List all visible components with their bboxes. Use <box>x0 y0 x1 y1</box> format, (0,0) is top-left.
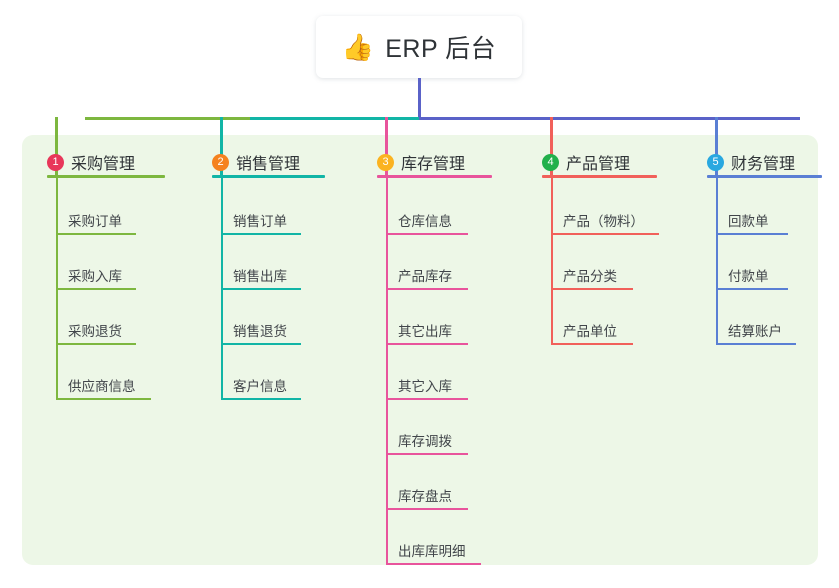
branch-title: 财务管理 <box>731 156 796 173</box>
connector-drop-5 <box>715 117 718 175</box>
branch-number-badge: 1 <box>47 153 64 171</box>
branch-item[interactable]: 销售订单 <box>221 199 301 235</box>
branch-title: 采购管理 <box>71 156 136 173</box>
branch-item-label: 结算账户 <box>728 324 782 339</box>
branch-item-rule <box>221 233 301 235</box>
root-node-label: ERP 后台 <box>385 35 497 63</box>
branch-item-rule <box>551 343 633 345</box>
branch-item-label: 客户信息 <box>233 379 287 394</box>
branch-item-label: 采购退货 <box>68 324 122 339</box>
connector-bar-segment-2 <box>250 117 419 120</box>
branch-item-rule <box>386 233 468 235</box>
branch-item-label: 产品分类 <box>563 269 617 284</box>
branch-item-label: 产品单位 <box>563 324 617 339</box>
branch-number-badge: 2 <box>212 153 229 171</box>
branch-number-badge: 3 <box>377 153 394 171</box>
branch-item-label: 其它出库 <box>398 324 452 339</box>
branch-header-销售管理[interactable]: 2 销售管理 <box>212 150 300 174</box>
branch-header-采购管理[interactable]: 1 采购管理 <box>47 150 135 174</box>
branch-item-rule <box>56 288 136 290</box>
branch-header-rule <box>707 175 822 178</box>
branch-item-label: 采购入库 <box>68 269 122 284</box>
branch-item-label: 采购订单 <box>68 214 122 229</box>
branch-number-badge: 5 <box>707 153 724 171</box>
branch-item-rule <box>386 398 468 400</box>
branch-item-rule <box>386 563 481 565</box>
branch-item-label: 付款单 <box>728 269 769 284</box>
branch-header-rule <box>542 175 657 178</box>
branch-item-rule <box>56 343 136 345</box>
branch-item[interactable]: 采购订单 <box>56 199 136 235</box>
branch-item-label: 出库库明细 <box>398 544 466 559</box>
branch-item-rule <box>716 288 788 290</box>
branch-rail <box>551 178 553 345</box>
connector-bar-segment-1 <box>85 117 250 120</box>
branch-rail <box>386 178 388 565</box>
branches-panel <box>22 135 818 565</box>
branch-item[interactable]: 采购退货 <box>56 309 136 345</box>
branch-title: 库存管理 <box>401 156 466 173</box>
branch-item[interactable]: 产品（物料） <box>551 199 659 235</box>
branch-item-label: 产品库存 <box>398 269 452 284</box>
branch-item[interactable]: 销售退货 <box>221 309 301 345</box>
branch-item-label: 产品（物料） <box>563 214 644 229</box>
branch-item[interactable]: 出库库明细 <box>386 529 481 565</box>
branch-item[interactable]: 采购入库 <box>56 254 136 290</box>
branch-item-rule <box>221 343 301 345</box>
branch-item-label: 供应商信息 <box>68 379 136 394</box>
branch-item[interactable]: 客户信息 <box>221 364 301 400</box>
branch-header-产品管理[interactable]: 4 产品管理 <box>542 150 630 174</box>
branch-item-rule <box>56 233 136 235</box>
branch-item-label: 其它入库 <box>398 379 452 394</box>
connector-root-stem <box>418 78 421 119</box>
branch-item-label: 库存盘点 <box>398 489 452 504</box>
branch-item[interactable]: 产品分类 <box>551 254 633 290</box>
root-node[interactable]: 👍 ERP 后台 <box>316 16 522 78</box>
branch-item-rule <box>716 343 796 345</box>
branch-title: 产品管理 <box>566 156 631 173</box>
branch-item-label: 销售退货 <box>233 324 287 339</box>
connector-drop-3 <box>385 117 388 175</box>
branch-number-badge: 4 <box>542 153 559 171</box>
branch-item[interactable]: 其它入库 <box>386 364 468 400</box>
branch-item-label: 库存调拨 <box>398 434 452 449</box>
branch-header-rule <box>377 175 492 178</box>
branch-item-rule <box>386 453 468 455</box>
branch-item[interactable]: 付款单 <box>716 254 788 290</box>
branch-item[interactable]: 库存调拨 <box>386 419 468 455</box>
branch-item-rule <box>551 233 659 235</box>
branch-item-rule <box>551 288 633 290</box>
branch-item[interactable]: 库存盘点 <box>386 474 468 510</box>
connector-bar-segment-3 <box>419 117 800 120</box>
branch-rail <box>716 178 718 345</box>
branch-header-rule <box>47 175 165 178</box>
branch-item[interactable]: 回款单 <box>716 199 788 235</box>
branch-item-rule <box>386 343 468 345</box>
branch-header-rule <box>212 175 325 178</box>
branch-item[interactable]: 供应商信息 <box>56 364 151 400</box>
branch-header-财务管理[interactable]: 5 财务管理 <box>707 150 795 174</box>
thumbs-up-icon: 👍 <box>341 32 375 62</box>
branch-item-label: 销售出库 <box>233 269 287 284</box>
connector-drop-4 <box>550 117 553 175</box>
connector-drop-1 <box>55 117 58 175</box>
branch-title: 销售管理 <box>236 156 301 173</box>
branch-item-label: 仓库信息 <box>398 214 452 229</box>
branch-item[interactable]: 其它出库 <box>386 309 468 345</box>
connector-drop-2 <box>220 117 223 175</box>
branch-item[interactable]: 销售出库 <box>221 254 301 290</box>
branch-item-rule <box>221 398 301 400</box>
branch-item-rule <box>386 288 468 290</box>
branch-item[interactable]: 结算账户 <box>716 309 796 345</box>
branch-item-label: 回款单 <box>728 214 769 229</box>
branch-item-rule <box>716 233 788 235</box>
branch-item[interactable]: 产品单位 <box>551 309 633 345</box>
branch-item-rule <box>386 508 468 510</box>
branch-item-rule <box>56 398 151 400</box>
branch-item[interactable]: 仓库信息 <box>386 199 468 235</box>
branch-item[interactable]: 产品库存 <box>386 254 468 290</box>
branch-header-库存管理[interactable]: 3 库存管理 <box>377 150 465 174</box>
branch-item-label: 销售订单 <box>233 214 287 229</box>
branch-item-rule <box>221 288 301 290</box>
